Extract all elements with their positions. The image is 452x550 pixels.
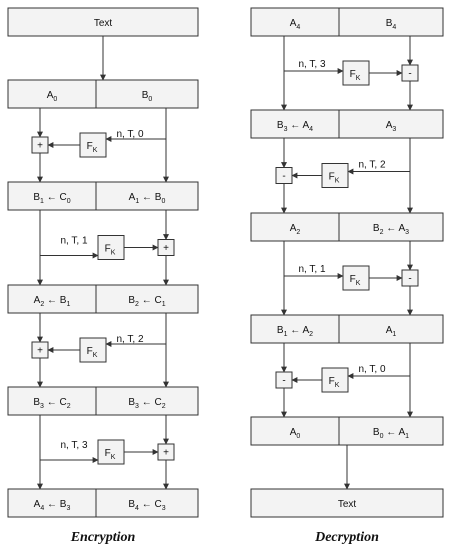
enc-round-0-op (31, 136, 49, 154)
dec-row-4-right-cell (338, 416, 444, 446)
dec-round-1-tweak: n, T, 2 (358, 160, 385, 171)
dec-row-1-right-label: A3​ (386, 120, 397, 133)
dec-round-2-op (401, 269, 419, 287)
enc-round-3-op (157, 443, 175, 461)
dec-row-0-right-label: B4​ (386, 18, 397, 31)
enc-round-2-f-box-label: FK​ (87, 346, 98, 359)
enc-round-2-f-box (79, 337, 107, 363)
enc-round-3-f-box (97, 439, 125, 465)
dec-round-3-tweak: n, T, 0 (358, 364, 385, 375)
dec-round-2-f-box (342, 265, 370, 291)
dec-row-4-left-label: A0​ (290, 427, 301, 440)
dec-row-2-left-cell (250, 212, 340, 242)
dec-round-3-f-box (321, 367, 349, 393)
dec-row-4-right-label: B0​ ← A1​ (373, 427, 409, 440)
dec-row-3-right-label: A1​ (386, 325, 397, 338)
enc-round-3-tweak: n, T, 3 (60, 440, 87, 451)
enc-row-4-left-label: A4​ ← B3​ (34, 499, 71, 512)
dec-round-2-f-box-label: FK​ (350, 274, 361, 287)
dec-round-1-op (275, 167, 293, 184)
enc-round-0-tweak: n, T, 0 (116, 129, 143, 140)
enc-input-box (7, 7, 199, 37)
enc-row-3-right-cell (95, 386, 199, 416)
enc-row-0-right-label: B0​ (142, 90, 153, 103)
dec-round-1-f-box-label: FK​ (329, 172, 340, 185)
enc-round-1-f-box-label: FK​ (105, 244, 116, 257)
dec-round-3-f-box-label: FK​ (329, 376, 340, 389)
enc-row-1-left-cell (7, 181, 97, 211)
enc-row-2-left-cell (7, 284, 97, 314)
dec-round-0-f-box (342, 60, 370, 86)
dec-round-3-op (275, 371, 293, 389)
enc-row-0-left-label: A0​ (47, 90, 58, 103)
dec-row-0-left-label: A4​ (290, 18, 301, 31)
decryption-caption: Decryption (314, 530, 379, 545)
enc-round-2-op-symbol: + (37, 346, 43, 357)
enc-round-2-tweak: n, T, 2 (116, 334, 143, 345)
dec-round-0-tweak: n, T, 3 (298, 59, 325, 70)
dec-row-0-right-cell (338, 7, 444, 37)
dec-row-3-left-label: B1​ ← A2​ (277, 325, 313, 338)
enc-row-2-left-label: A2​ ← B1​ (34, 295, 71, 308)
dec-row-1-left-label: B3​ ← A4​ (277, 120, 313, 133)
dec-output-box (250, 488, 444, 518)
dec-round-0-op (401, 64, 419, 82)
enc-row-1-right-cell (95, 181, 199, 211)
enc-round-2-op (31, 341, 49, 359)
enc-round-1-op-symbol: + (163, 243, 169, 254)
dec-round-0-op-symbol: - (408, 69, 411, 80)
enc-row-2-right-cell (95, 284, 199, 314)
dec-round-1-op-symbol: - (282, 171, 285, 182)
enc-row-1-left-label: B1​ ← C0​ (33, 192, 70, 205)
enc-round-0-op-symbol: + (37, 141, 43, 152)
enc-row-0-right-cell (95, 79, 199, 109)
enc-row-0-left-cell (7, 79, 97, 109)
enc-row-3-left-label: B3​ ← C2​ (33, 397, 70, 410)
enc-round-0-f-box (79, 132, 107, 158)
dec-round-0-f-box-label: FK​ (350, 69, 361, 82)
dec-round-3-op-symbol: - (282, 376, 285, 387)
dec-row-1-right-cell (338, 109, 444, 139)
enc-round-1-tweak: n, T, 1 (60, 236, 87, 247)
dec-output-text: Text (338, 499, 357, 510)
enc-row-4-right-label: B4​ ← C3​ (128, 499, 165, 512)
dec-row-2-right-cell (338, 212, 444, 242)
enc-round-3-op-symbol: + (163, 448, 169, 459)
enc-row-3-left-cell (7, 386, 97, 416)
dec-row-0-left-cell (250, 7, 340, 37)
enc-row-2-right-label: B2​ ← C1​ (128, 295, 165, 308)
dec-row-3-right-cell (338, 314, 444, 344)
enc-round-1-op (157, 239, 175, 256)
enc-row-4-left-cell (7, 488, 97, 518)
enc-row-1-right-label: A1​ ← B0​ (129, 192, 166, 205)
dec-row-2-right-label: B2​ ← A3​ (373, 223, 409, 236)
encryption-caption: Encryption (70, 530, 136, 545)
enc-input-text: Text (94, 18, 113, 29)
dec-round-2-tweak: n, T, 1 (298, 264, 325, 275)
dec-round-1-f-box (321, 163, 349, 188)
enc-round-3-f-box-label: FK​ (105, 448, 116, 461)
enc-row-3-right-label: B3​ ← C2​ (128, 397, 165, 410)
dec-row-1-left-cell (250, 109, 340, 139)
enc-round-0-f-box-label: FK​ (87, 141, 98, 154)
dec-round-2-op-symbol: - (408, 274, 411, 285)
dec-row-3-left-cell (250, 314, 340, 344)
enc-row-4-right-cell (95, 488, 199, 518)
enc-round-1-f-box (97, 235, 125, 260)
dec-row-4-left-cell (250, 416, 340, 446)
dec-row-2-left-label: A2​ (290, 223, 301, 236)
